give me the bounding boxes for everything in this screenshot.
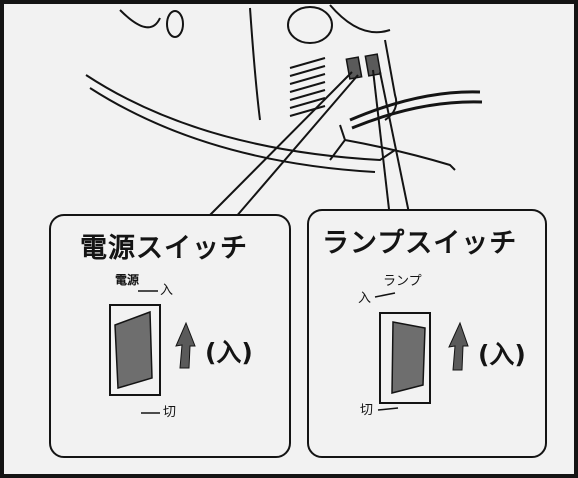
lamp-panel-box — [307, 209, 547, 458]
up-arrow-icon — [175, 321, 196, 369]
lamp-switch-name: ランプ — [383, 274, 422, 289]
power-state-label: (入) — [205, 338, 253, 367]
lamp-state-label: (入) — [478, 340, 526, 369]
lamp-on-label: 入 — [358, 291, 372, 306]
power-panel-box — [49, 214, 291, 458]
callout-pointers — [209, 69, 411, 219]
power-switch-title: 電源スイッチ — [80, 233, 248, 264]
machine-switches — [345, 53, 382, 80]
power-switch-name: 電源 — [115, 273, 140, 287]
lamp-switch-small — [364, 53, 382, 77]
power-off-label: 切 — [163, 405, 177, 420]
up-arrow-icon — [448, 321, 469, 371]
machine-illustration — [85, 4, 483, 173]
lamp-off-label: 切 — [360, 403, 374, 418]
rocker-switch-icon — [379, 312, 431, 404]
lamp-switch-title: ランプスイッチ — [322, 228, 518, 259]
rocker-switch-icon — [109, 304, 161, 396]
power-on-label: 入 — [160, 283, 174, 298]
